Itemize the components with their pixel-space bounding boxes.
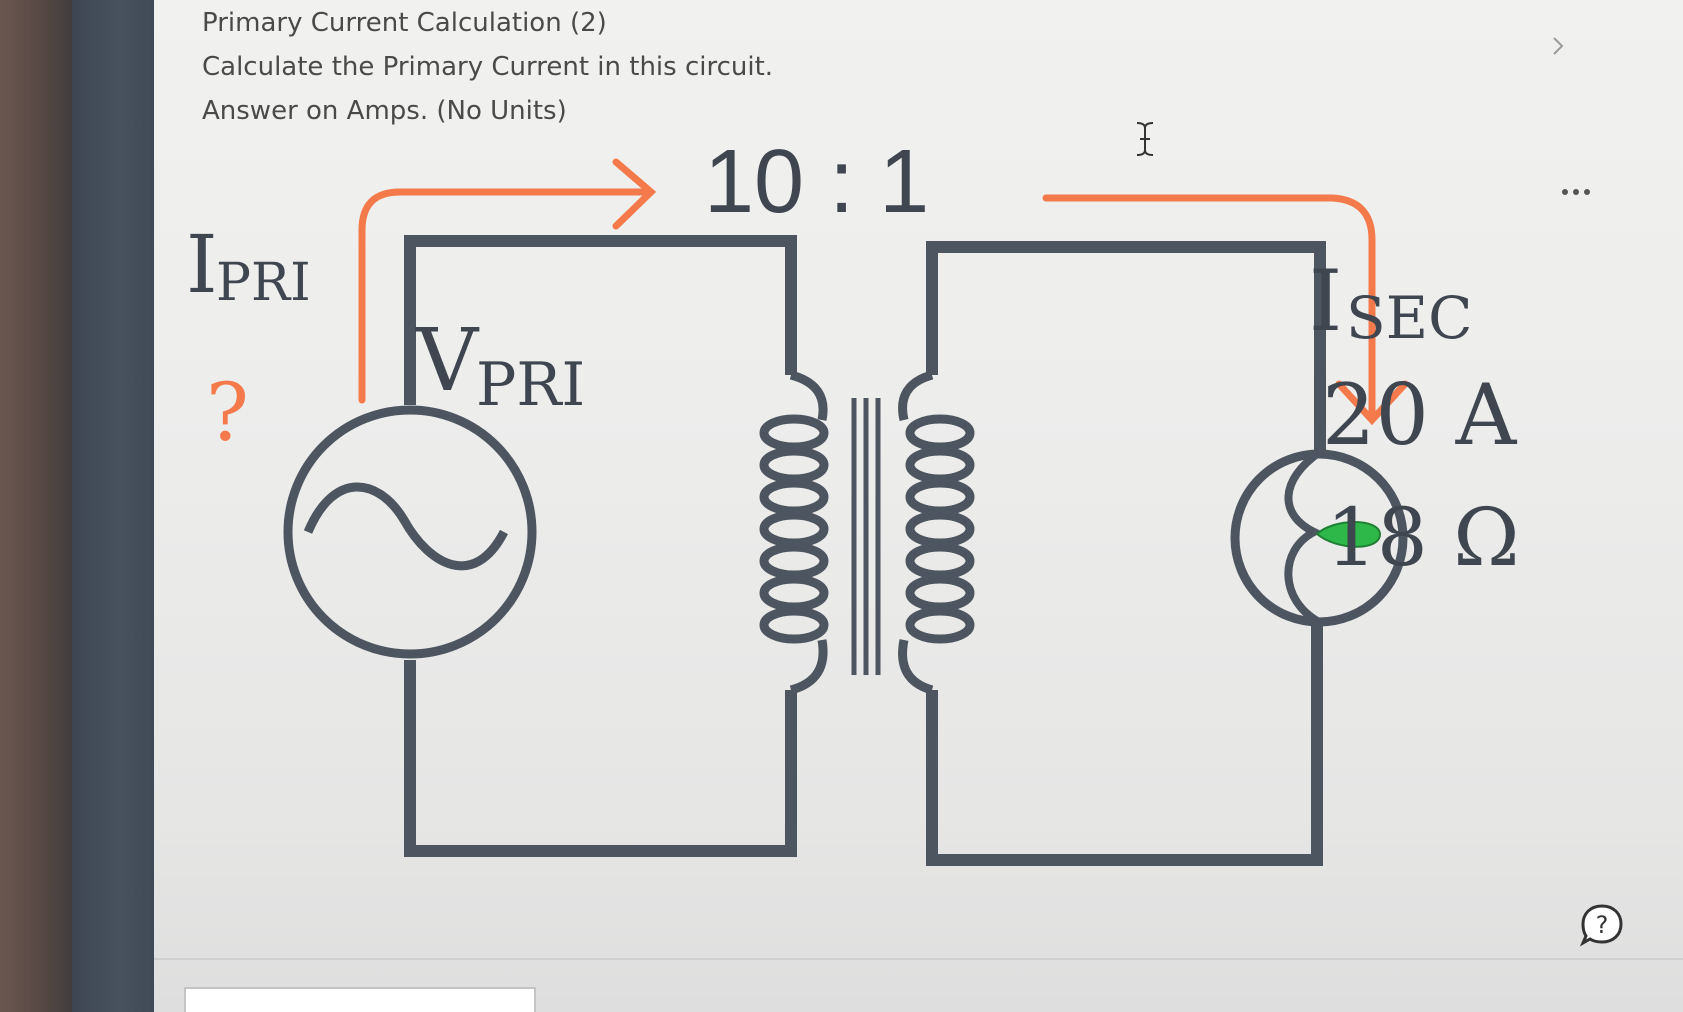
question-panel: Primary Current Calculation (2) Calculat… xyxy=(154,0,1683,1012)
primary-current-unknown: ? xyxy=(206,366,249,459)
question-circle-icon[interactable]: ? xyxy=(1579,902,1625,948)
turns-ratio-label: 10 : 1 xyxy=(704,132,929,232)
svg-text:?: ? xyxy=(1596,911,1609,939)
primary-current-arrow xyxy=(358,158,657,404)
secondary-current-symbol: I xyxy=(1309,252,1342,350)
lamp-load xyxy=(1230,448,1408,627)
primary-wire-bottom xyxy=(404,660,797,857)
ellipsis-icon[interactable] xyxy=(1558,180,1594,204)
monitor-bezel xyxy=(0,0,80,1012)
question-note: Answer on Amps. (No Units) xyxy=(202,96,567,126)
primary-current-label: I PRI xyxy=(186,218,311,313)
primary-wire-top xyxy=(404,235,797,405)
secondary-circuit xyxy=(926,241,1326,866)
primary-current-subscript: PRI xyxy=(216,253,311,313)
lamp-glow-icon xyxy=(1315,521,1382,548)
secondary-current-arrow xyxy=(1042,194,1409,426)
question-title: Primary Current Calculation (2) xyxy=(202,8,607,38)
load-resistance-value: 18 Ω xyxy=(1326,491,1520,584)
primary-voltage-subscript: PRI xyxy=(476,350,585,420)
secondary-current-subscript: SEC xyxy=(1346,284,1472,352)
chevron-right-icon[interactable] xyxy=(1551,36,1565,56)
question-instruction: Calculate the Primary Current in this ci… xyxy=(202,52,774,82)
text-cursor-icon xyxy=(1136,122,1154,156)
secondary-wire-top xyxy=(926,241,1326,450)
primary-voltage-symbol: V xyxy=(415,311,480,411)
lamp-filament xyxy=(1284,448,1323,626)
secondary-coil xyxy=(898,370,975,695)
answer-input[interactable] xyxy=(184,987,536,1012)
secondary-current-label: I SEC xyxy=(1309,252,1472,352)
primary-current-symbol: I xyxy=(186,218,218,311)
secondary-wire-bottom xyxy=(926,620,1323,866)
primary-coil xyxy=(759,370,829,695)
ac-source xyxy=(283,405,537,659)
sine-wave-icon xyxy=(303,482,508,571)
primary-voltage-label: V PRI xyxy=(415,311,585,420)
primary-circuit xyxy=(404,235,797,857)
section-divider xyxy=(154,958,1683,960)
transformer-circuit-diagram: 10 : 1 I PRI ? V PRI I SEC 20 A 18 Ω xyxy=(186,132,1520,866)
transformer-core xyxy=(851,398,881,675)
secondary-current-value: 20 A xyxy=(1322,366,1518,464)
sidebar-strip xyxy=(72,0,154,1012)
